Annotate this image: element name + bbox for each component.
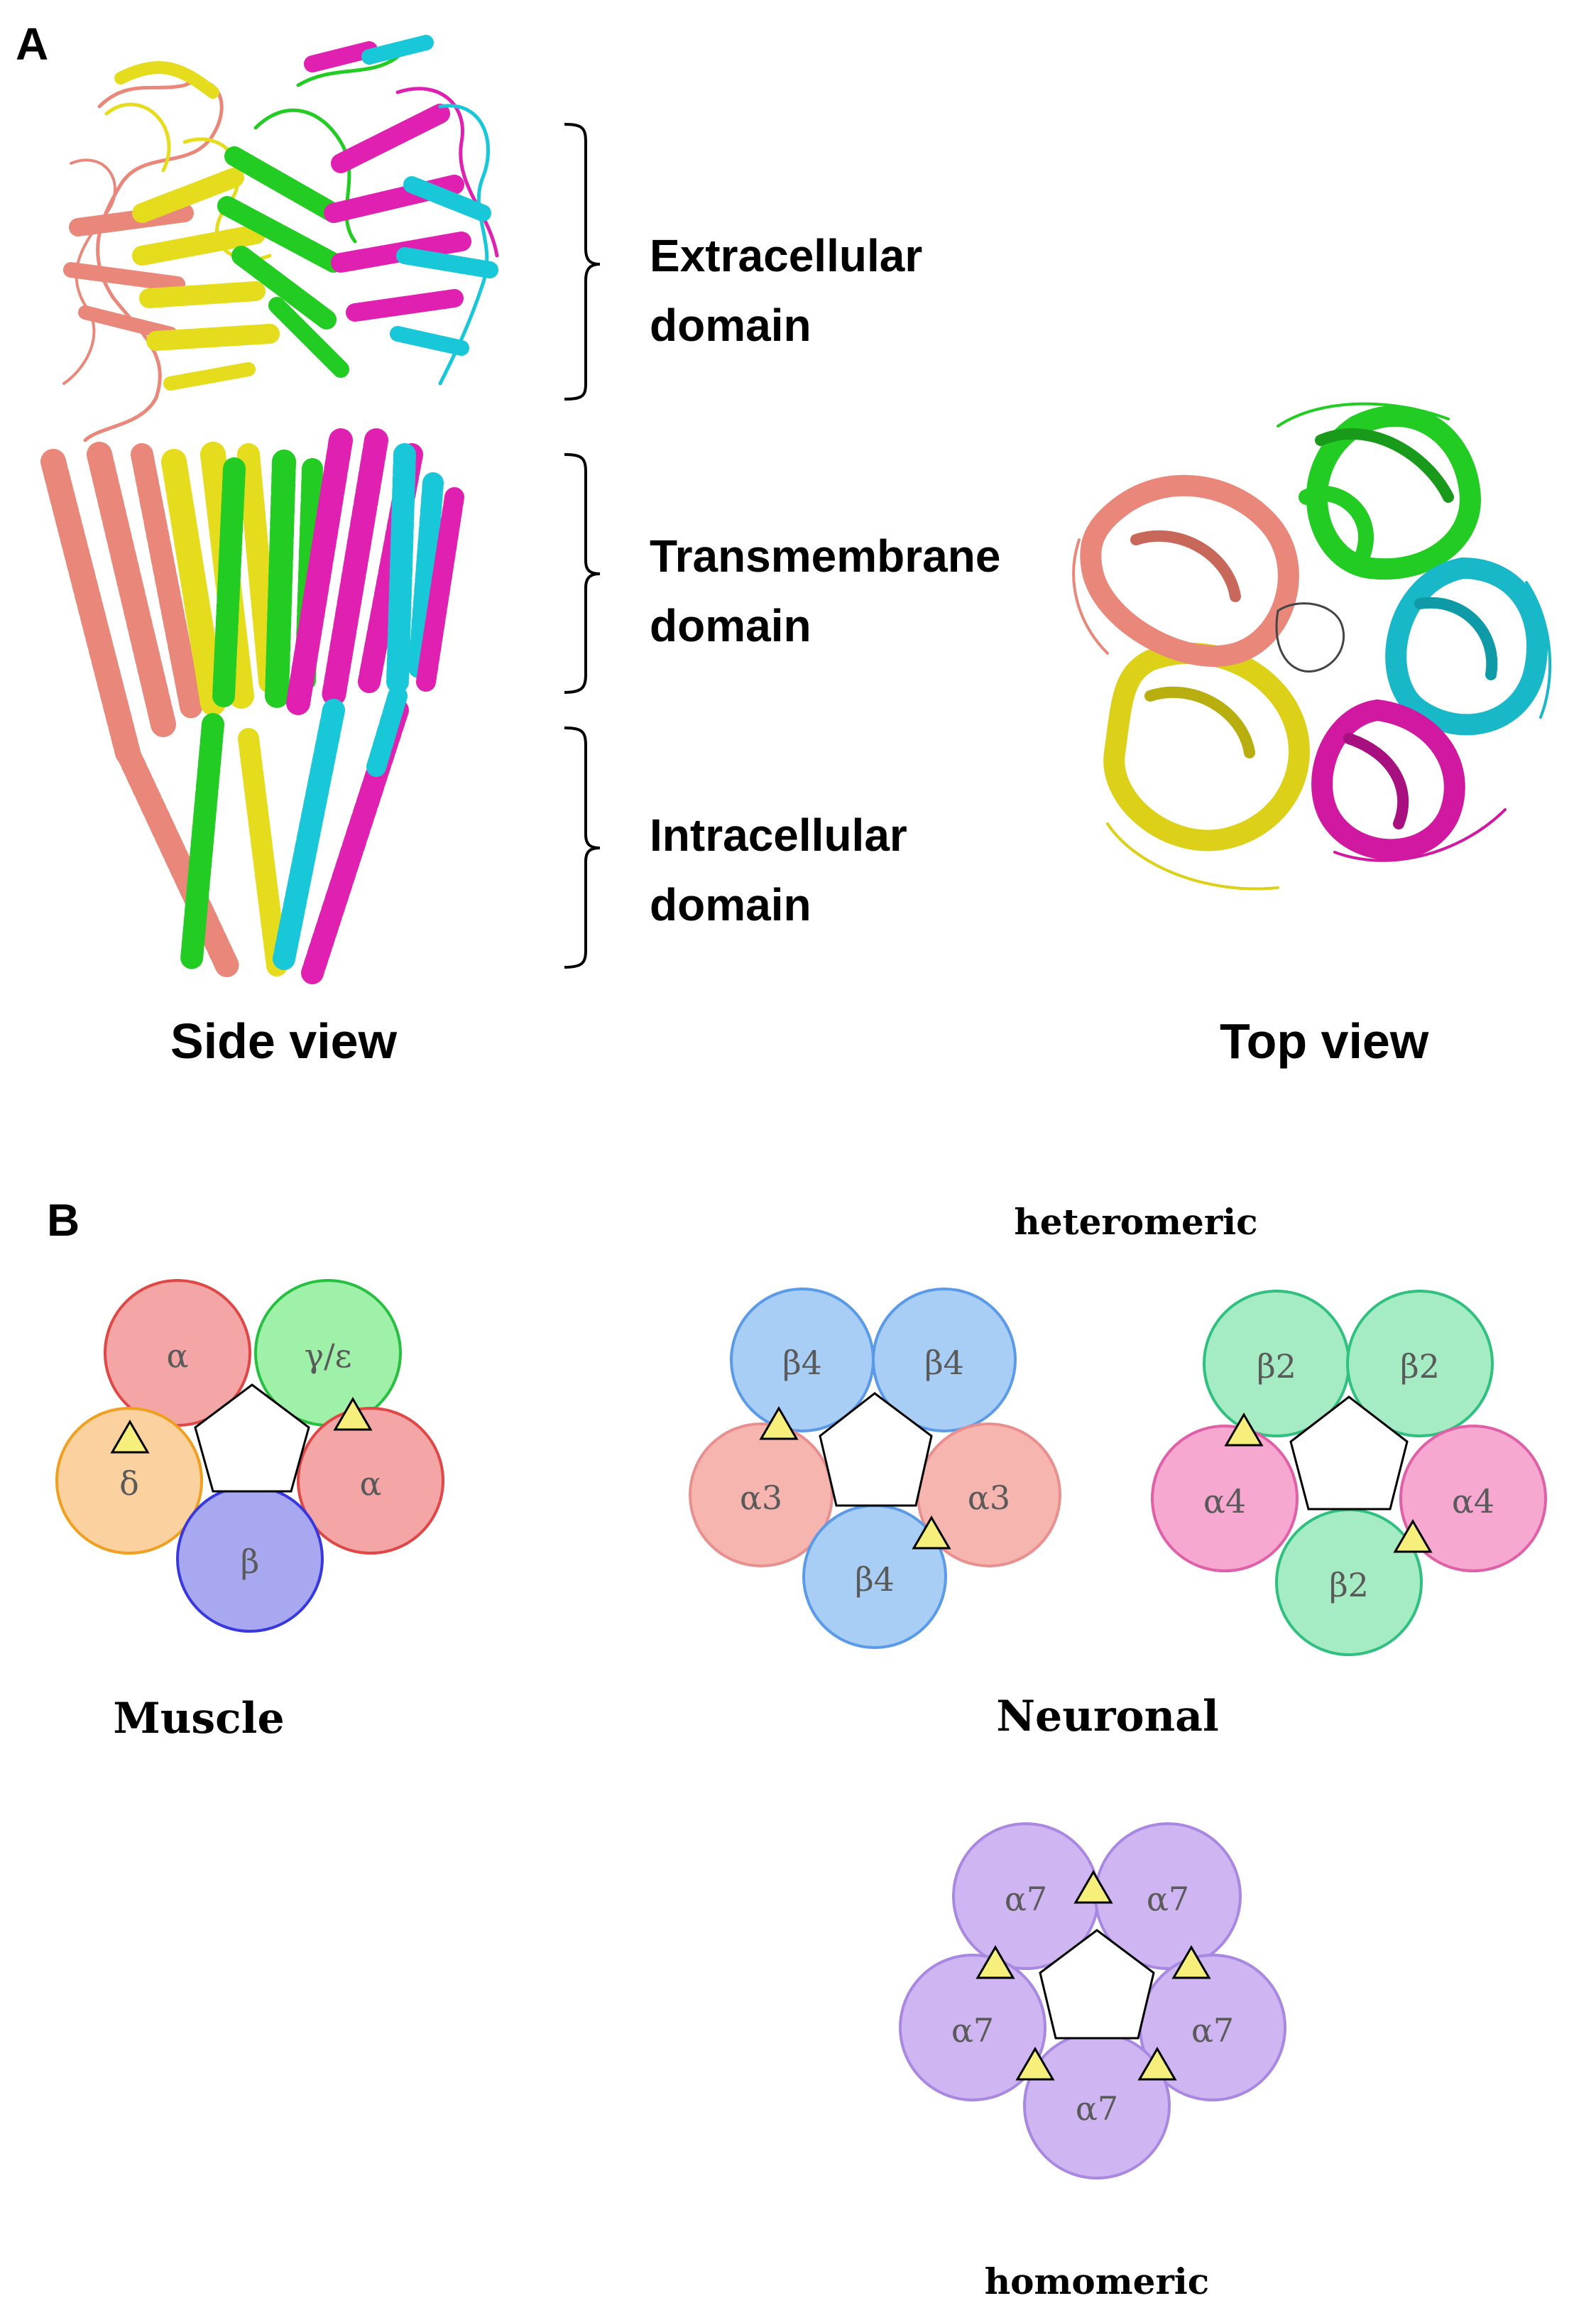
a3b4-label-2: β4 <box>924 1344 964 1382</box>
a7-label-1: α7 <box>1005 1880 1047 1918</box>
muscle-label-delta: δ <box>119 1464 139 1503</box>
side-view-label: Side view <box>170 1013 398 1069</box>
muscle-subunit-delta <box>55 1407 203 1555</box>
a3b4-binding-site-1 <box>759 1406 799 1440</box>
extracellular-region <box>62 35 499 442</box>
a3b4-label-5: α3 <box>968 1479 1010 1517</box>
a4b2-label-2: β2 <box>1400 1347 1440 1386</box>
a4b2-pore <box>1289 1395 1409 1511</box>
a7-binding-site-1 <box>1073 1870 1113 1904</box>
neuronal-label: Neuronal <box>996 1692 1219 1741</box>
a7-binding-site-2 <box>975 1945 1015 1979</box>
a3b4-subunit-b4-2 <box>872 1288 1017 1432</box>
panel-a-label: A <box>16 18 48 70</box>
a4b2-subunit-a4-1 <box>1151 1425 1299 1572</box>
a3b4-label-4: β4 <box>855 1560 895 1599</box>
intracellular-bracket <box>564 726 601 969</box>
a4b2-label-3: α4 <box>1203 1482 1246 1520</box>
a3b4-subunit-a3-1 <box>689 1422 833 1567</box>
top-view-label: Top view <box>1220 1013 1429 1069</box>
muscle-binding-site-2 <box>333 1397 373 1431</box>
extracellular-label-line2: domain <box>650 300 811 351</box>
muscle-subunit-alpha-2 <box>297 1407 444 1555</box>
intracellular-region <box>116 686 409 984</box>
a7-pore <box>1039 1929 1155 2040</box>
muscle-binding-site-1 <box>110 1420 150 1454</box>
a4b2-label-5: α4 <box>1452 1482 1494 1520</box>
muscle-label: Muscle <box>113 1694 284 1743</box>
homomeric-label: homomeric <box>985 2260 1209 2302</box>
extracellular-label-line1: Extracellular <box>650 230 922 281</box>
a3b4-pore <box>819 1392 933 1507</box>
top-view-structure <box>1072 402 1552 891</box>
a3b4-label-3: α3 <box>740 1479 782 1517</box>
homomeric-a7-receptor: α7 α7 α7 α7 α7 <box>899 1822 1286 2179</box>
neuronal-a3b4-receptor: β4 β4 α3 β4 α3 <box>689 1288 1061 1649</box>
a4b2-binding-site-2 <box>1393 1519 1433 1553</box>
a4b2-binding-site-1 <box>1224 1413 1264 1447</box>
intracellular-label-line1: Intracellular <box>650 810 907 861</box>
muscle-pore <box>194 1383 310 1493</box>
side-view-structure <box>40 35 499 984</box>
heteromeric-label: heteromeric <box>1014 1201 1257 1243</box>
transmembrane-label-line1: Transmembrane <box>650 530 1000 582</box>
transmembrane-label-line2: domain <box>650 600 811 651</box>
a4b2-subunit-a4-2 <box>1399 1425 1547 1572</box>
intracellular-label-line2: domain <box>650 879 811 930</box>
a3b4-label-1: β4 <box>782 1344 822 1382</box>
muscle-label-beta: β <box>241 1542 260 1581</box>
a4b2-label-4: β2 <box>1329 1566 1369 1604</box>
a7-label-4: α7 <box>1191 2011 1234 2050</box>
muscle-label-alpha-1: α <box>166 1337 188 1375</box>
muscle-label-gamma-epsilon: γ/ε <box>305 1337 352 1375</box>
panel-b-label: B <box>47 1194 80 1246</box>
a7-subunit-3 <box>899 1954 1046 2101</box>
transmembrane-region <box>40 428 464 766</box>
a7-label-5: α7 <box>1076 2089 1118 2128</box>
neuronal-a4b2-receptor: β2 β2 α4 β2 α4 <box>1151 1290 1547 1656</box>
a7-label-3: α7 <box>951 2011 994 2050</box>
muscle-receptor: α γ/ε α β δ <box>55 1279 444 1633</box>
a7-label-2: α7 <box>1147 1880 1189 1918</box>
a7-binding-site-3 <box>1171 1945 1211 1979</box>
transmembrane-bracket <box>564 453 601 694</box>
extracellular-bracket <box>564 123 601 401</box>
a3b4-binding-site-2 <box>912 1515 951 1550</box>
a7-binding-site-5 <box>1137 2047 1177 2081</box>
muscle-label-alpha-2: α <box>359 1464 381 1503</box>
a4b2-label-1: β2 <box>1257 1347 1296 1386</box>
a7-binding-site-4 <box>1015 2047 1055 2081</box>
a4b2-subunit-b2-2 <box>1346 1290 1494 1437</box>
